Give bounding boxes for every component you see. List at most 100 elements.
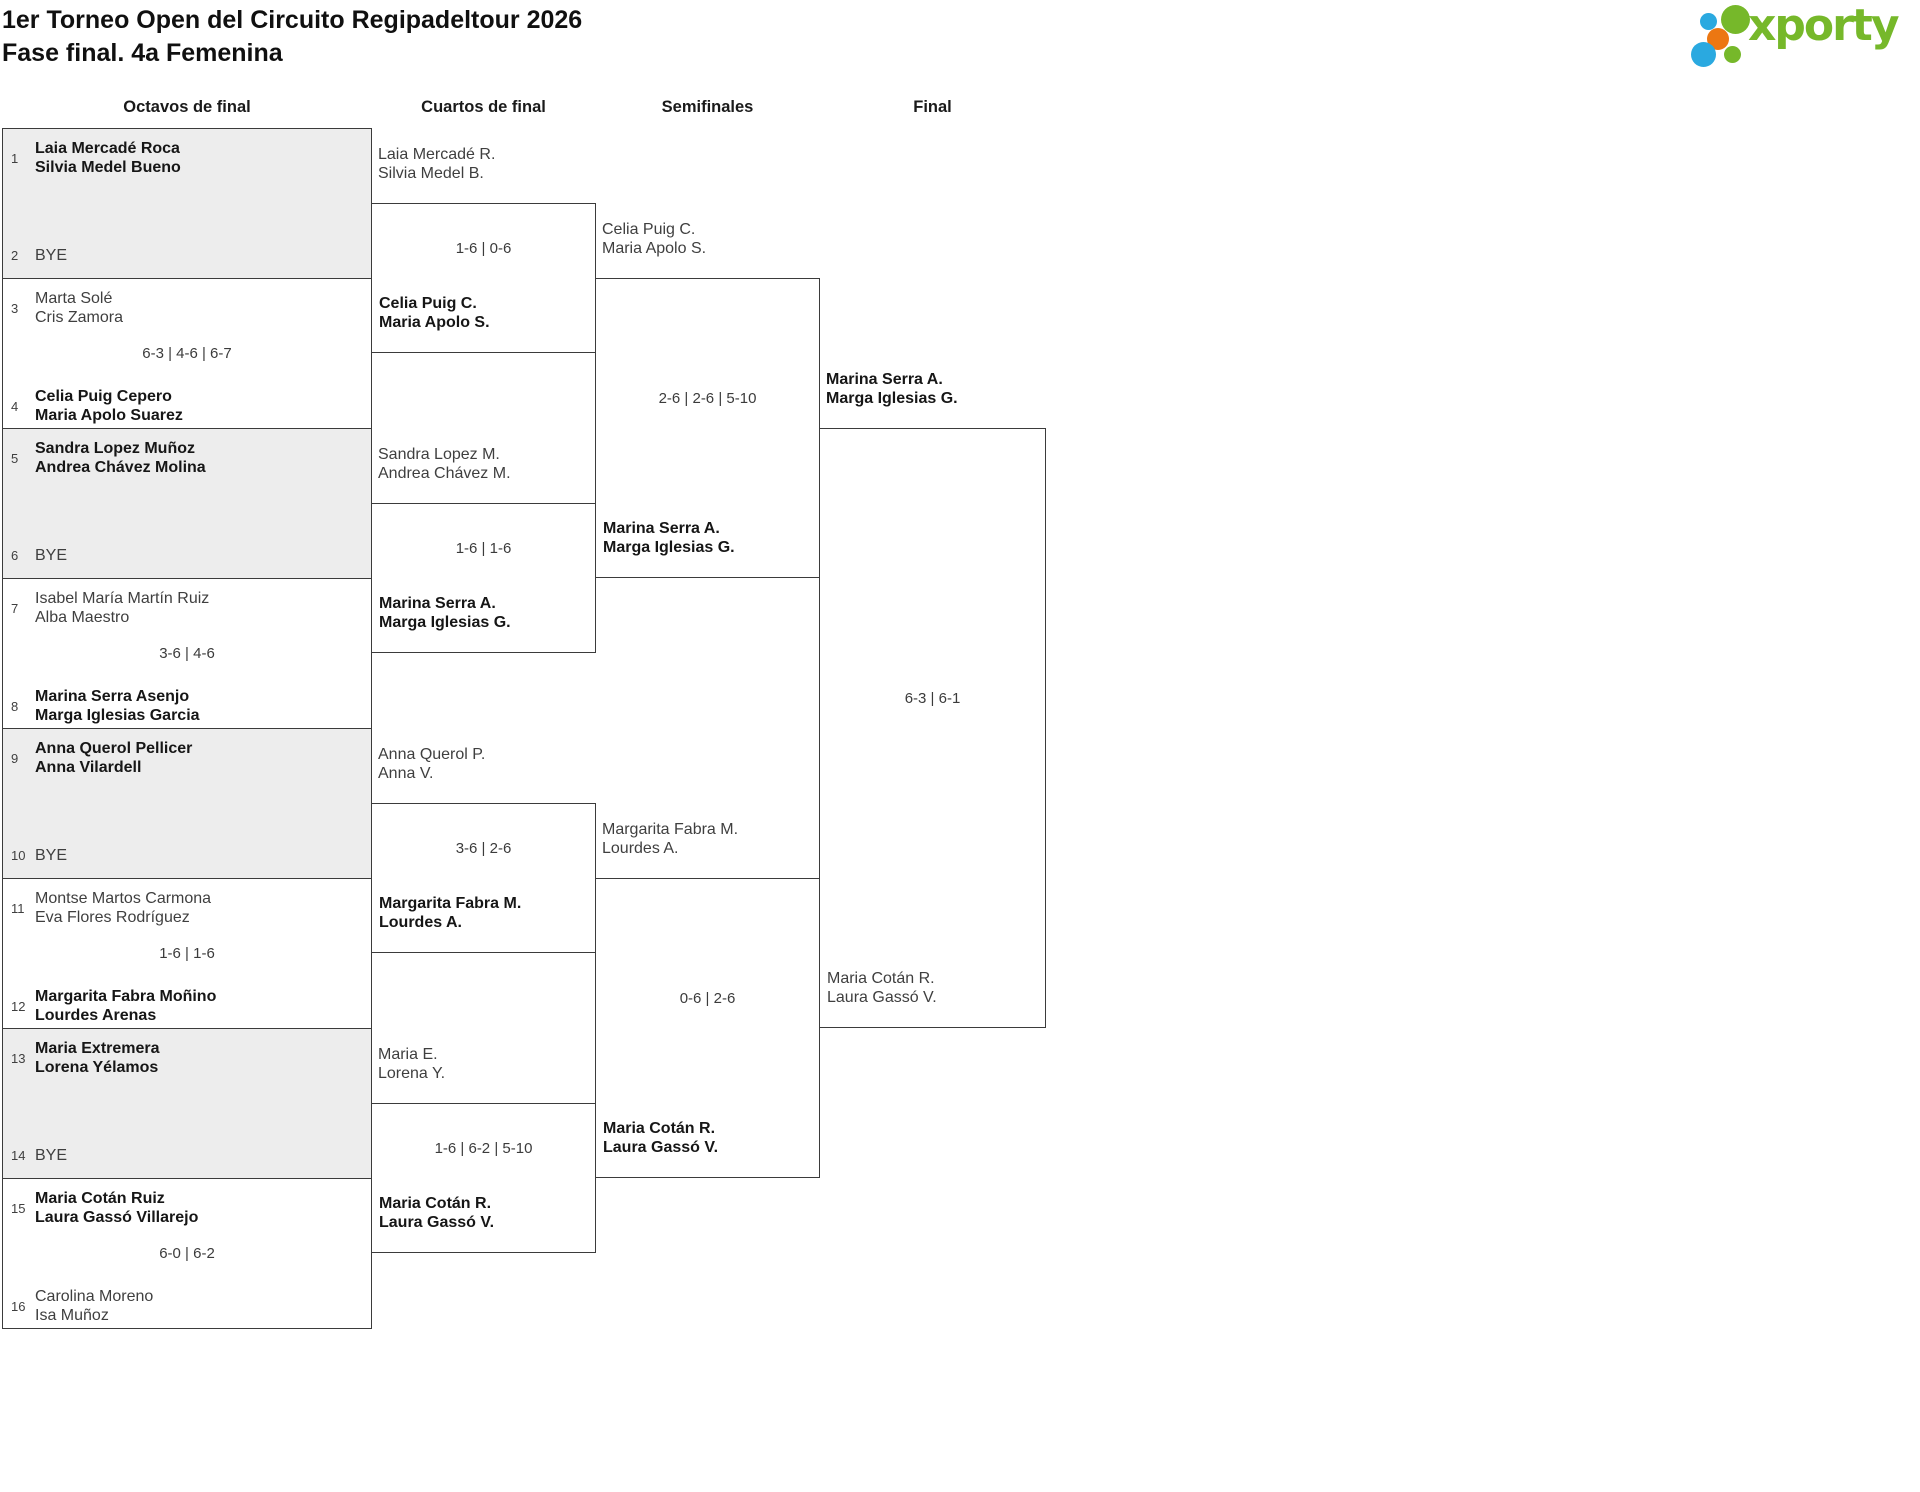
page-subtitle: Fase final. 4a Femenina: [2, 39, 283, 67]
player-name: Lorena Yélamos: [35, 1059, 159, 1076]
advancing-team: Marina Serra A. Marga Iglesias G.: [603, 519, 735, 557]
final-match: 6-3 | 6-1 Maria Cotán R.Laura Gassó V.: [819, 428, 1046, 1028]
player-name: Isa Muñoz: [35, 1307, 109, 1324]
round-header-cuartos: Cuartos de final: [421, 98, 546, 116]
player-name: Eva Flores Rodríguez: [35, 909, 190, 926]
player-name: Celia Puig Cepero: [35, 388, 172, 405]
player-name: Laia Mercadé R.: [378, 146, 496, 163]
player-name: Silvia Medel B.: [378, 165, 484, 182]
seed-number: 5: [11, 450, 19, 466]
team-entry: 6 BYE: [11, 546, 363, 565]
player-name: Alba Maestro: [35, 609, 130, 626]
player-name: Laura Gassó V.: [827, 989, 937, 1006]
logo-dot-icon: [1724, 46, 1741, 63]
logo-dot-icon: [1707, 28, 1729, 50]
match-score: 0-6 | 2-6: [679, 990, 736, 1007]
player-name: Marina Serra A.: [379, 595, 496, 612]
player-name: Lourdes A.: [602, 840, 679, 857]
player-name: Carolina Moreno: [35, 1288, 154, 1305]
seed-number: 2: [11, 248, 19, 263]
match-score: 1-6 | 1-6: [159, 945, 215, 962]
player-name: Laura Gassó V.: [379, 1214, 495, 1231]
player-name: Maria Apolo S.: [379, 314, 490, 331]
round-header-octavos: Octavos de final: [123, 98, 251, 116]
logo-wordmark: xporty: [1748, 0, 1900, 51]
player-name: Margarita Fabra M.: [602, 821, 739, 838]
cuartos-match-1: 1-6 | 0-6 Celia Puig C. Maria Apolo S.: [371, 203, 596, 353]
match-score: 1-6 | 0-6: [455, 240, 512, 257]
logo-dot-icon: [1691, 42, 1716, 67]
match-score: 6-3 | 4-6 | 6-7: [142, 345, 232, 362]
player-name: Andrea Chávez M.: [378, 465, 511, 482]
match-score: 3-6 | 2-6: [455, 840, 512, 857]
player-name: Cris Zamora: [35, 309, 124, 326]
advancing-team: Margarita Fabra M. Lourdes A.: [602, 820, 738, 858]
player-name: Marina Serra A.: [603, 520, 720, 537]
cuartos-match-2: 1-6 | 1-6 Marina Serra A.Marga Iglesias …: [371, 503, 596, 653]
logo-dot-icon: [1700, 13, 1717, 30]
player-name: Laura Gassó V.: [603, 1139, 719, 1156]
seed-number: 10: [11, 848, 26, 863]
advancing-team: Anna Querol P.Anna V.: [378, 745, 485, 783]
player-name: Marga Iglesias Garcia: [35, 707, 200, 724]
player-name: BYE: [35, 847, 68, 864]
cuartos-match-4: 1-6 | 6-2 | 5-10 Maria Cotán R.Laura Gas…: [371, 1103, 596, 1253]
team-entry: 14 BYE: [11, 1146, 363, 1165]
player-name: Maria Extremera: [35, 1040, 160, 1057]
xporty-logo[interactable]: xporty: [1688, 0, 1916, 72]
player-name: Anna Querol P.: [378, 746, 486, 763]
seed-number: 7: [11, 600, 19, 616]
player-name: Anna Vilardell: [35, 759, 142, 776]
player-name: Lorena Y.: [378, 1065, 446, 1082]
advancing-team: Celia Puig C.Maria Apolo S.: [602, 220, 706, 258]
player-name: Marina Serra Asenjo: [35, 688, 190, 705]
player-name: Maria Cotán R.: [603, 1120, 716, 1137]
seed-number: 3: [11, 300, 19, 316]
advancing-team: Maria Cotán R.Laura Gassó V.: [379, 1194, 494, 1232]
match-score: 3-6 | 4-6: [159, 645, 215, 662]
match-score: 1-6 | 1-6: [455, 540, 512, 557]
match-score: 1-6 | 6-2 | 5-10: [434, 1140, 533, 1157]
player-name: Maria E.: [378, 1046, 438, 1063]
player-name: Margarita Fabra M.: [379, 895, 522, 912]
player-name: Margarita Fabra Moñino: [35, 988, 217, 1005]
advancing-team: Maria Cotán R. Laura Gassó V.: [603, 1119, 718, 1157]
semifinal-match-2: 0-6 | 2-6 Maria Cotán R. Laura Gassó V.: [595, 878, 820, 1178]
player-name: Marina Serra A.: [826, 371, 943, 388]
seed-number: 13: [11, 1050, 26, 1066]
player-name: Marga Iglesias G.: [603, 539, 735, 556]
seed-number: 16: [11, 1298, 26, 1314]
player-name: Sandra Lopez Muñoz: [35, 440, 195, 457]
match-score: 2-6 | 2-6 | 5-10: [658, 390, 757, 407]
seed-number: 6: [11, 548, 19, 563]
page-title: 1er Torneo Open del Circuito Regipadelto…: [2, 6, 583, 34]
player-name: Sandra Lopez M.: [378, 446, 500, 463]
round-header-semifinales: Semifinales: [661, 98, 754, 116]
player-name: Celia Puig C.: [379, 295, 477, 312]
player-name: Maria Cotán Ruiz: [35, 1190, 165, 1207]
player-name: Marga Iglesias G.: [826, 390, 958, 407]
team-entry: 2 BYE: [11, 246, 363, 265]
advancing-team: Sandra Lopez M. Andrea Chávez M.: [378, 445, 511, 483]
seed-number: 11: [11, 900, 25, 916]
player-name: BYE: [35, 1147, 68, 1164]
seed-number: 8: [11, 698, 19, 714]
seed-number: 4: [11, 398, 19, 414]
player-name: BYE: [35, 247, 68, 264]
advancing-team: Maria E. Lorena Y.: [378, 1045, 445, 1083]
